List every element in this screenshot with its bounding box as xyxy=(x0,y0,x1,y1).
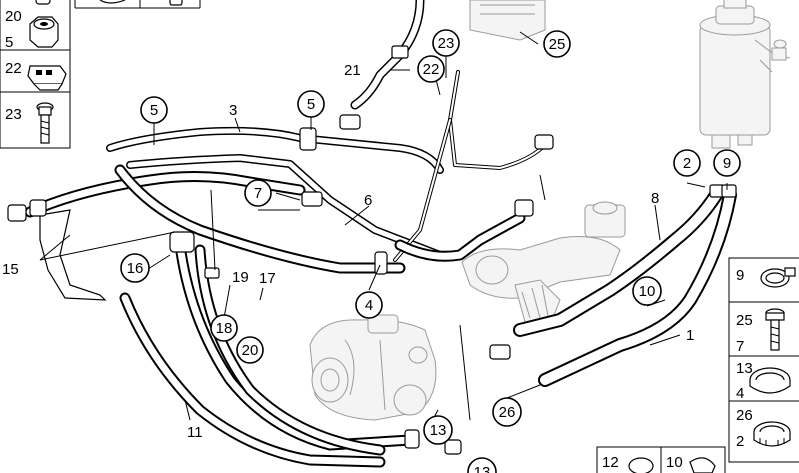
bracket-15 xyxy=(39,209,107,301)
hose-clamp-icon xyxy=(760,267,796,288)
callout-label: 2 xyxy=(683,155,691,172)
steering-rack xyxy=(461,201,626,323)
hose-lines xyxy=(7,0,737,468)
callout-label: 22 xyxy=(423,61,440,78)
nut-icon xyxy=(29,16,59,48)
callout-10: 10 xyxy=(632,276,662,306)
hose-fittings xyxy=(7,114,737,455)
callout-label: 4 xyxy=(365,297,373,314)
pipe-22 xyxy=(393,70,547,262)
callout-label: 18 xyxy=(216,320,233,337)
right-legend-panel: 9 25 7 13 4 26 2 xyxy=(728,257,799,463)
part-number-15: 15 xyxy=(2,261,19,278)
callout-label: 13 xyxy=(474,464,491,473)
callout-label: 23 xyxy=(438,35,455,52)
legend-label-20: 20 xyxy=(5,8,22,25)
part-number-11: 11 xyxy=(187,424,203,441)
callout-label: 9 xyxy=(723,155,731,172)
partial-icon xyxy=(35,0,51,5)
part-number-17: 17 xyxy=(259,270,276,287)
reservoir xyxy=(699,0,791,149)
hose-1 xyxy=(538,188,737,387)
hose-3 xyxy=(106,126,444,174)
callout-label: 16 xyxy=(127,260,144,277)
legend-label-25: 25 xyxy=(736,312,753,329)
callout-25: 25 xyxy=(543,30,571,58)
hose-left-long xyxy=(24,170,306,218)
hose-16 xyxy=(174,239,416,451)
callout-label: 13 xyxy=(430,422,447,439)
callout-23: 23 xyxy=(432,29,460,57)
clamp-icon xyxy=(753,421,791,447)
hose-6 xyxy=(126,154,444,259)
callout-16: 16 xyxy=(120,253,150,283)
legend-label-12: 12 xyxy=(602,454,619,471)
part-numbers: 3 6 21 8 1 15 19 17 11 xyxy=(2,62,694,441)
legend-label-10: 10 xyxy=(666,454,683,471)
part-number-19: 19 xyxy=(232,269,249,286)
callout-18: 18 xyxy=(210,314,238,342)
callout-22: 22 xyxy=(417,55,445,83)
part-number-1: 1 xyxy=(686,327,694,344)
callout-label: 5 xyxy=(307,96,315,113)
part-number-6: 6 xyxy=(364,192,372,209)
callout-9: 9 xyxy=(713,149,741,177)
top-partial-boxes xyxy=(74,0,201,9)
clip-icon xyxy=(27,65,67,91)
legend-label-13: 13 xyxy=(736,360,753,377)
legend-label-7: 7 xyxy=(736,338,744,355)
callout-label: 7 xyxy=(254,185,262,202)
heat-shield-bracket xyxy=(469,0,546,41)
part-number-21: 21 xyxy=(344,62,361,79)
callout-13-b: 13 xyxy=(467,457,497,473)
callout-label: 20 xyxy=(242,342,259,359)
part-number-8: 8 xyxy=(651,190,659,207)
power-steering-pump xyxy=(309,314,437,421)
callout-2: 2 xyxy=(673,149,701,177)
callout-label: 5 xyxy=(150,102,158,119)
legend-label-4: 4 xyxy=(736,385,744,402)
bolt-icon xyxy=(765,308,785,351)
callout-7: 7 xyxy=(244,179,272,207)
legend-label-9: 9 xyxy=(736,267,744,284)
hose-16b xyxy=(194,244,386,456)
hose-rack xyxy=(394,212,526,262)
legend-label-26: 26 xyxy=(736,407,753,424)
legend-label-5: 5 xyxy=(5,34,13,51)
callout-13-a: 13 xyxy=(423,415,453,445)
part-number-3: 3 xyxy=(229,102,237,119)
legend-label-23: 23 xyxy=(5,106,22,123)
sealing-ring-icon xyxy=(749,367,791,394)
hose-8 xyxy=(513,188,723,337)
callout-5-mid: 5 xyxy=(297,90,325,118)
callout-20: 20 xyxy=(236,336,264,364)
bolt-icon xyxy=(36,102,54,144)
hose-21 xyxy=(350,0,425,110)
callout-label: 10 xyxy=(639,283,656,300)
legend-label-2: 2 xyxy=(736,433,744,450)
callout-4: 4 xyxy=(355,291,383,319)
clip-icon xyxy=(689,457,716,473)
hose-11 xyxy=(119,292,386,468)
callout-label: 26 xyxy=(499,404,516,421)
hose-lower-mid xyxy=(114,164,406,274)
bottom-legend: 12 10 xyxy=(596,446,726,473)
callout-label: 25 xyxy=(549,36,566,53)
callout-5-left: 5 xyxy=(140,96,168,124)
legend-label-22: 22 xyxy=(5,60,22,77)
callout-26: 26 xyxy=(492,397,522,427)
callout-markers: 5 5 7 23 22 25 2 9 xyxy=(120,29,741,473)
left-legend-panel: 20 5 22 23 xyxy=(0,0,71,149)
cap-icon xyxy=(628,457,654,473)
